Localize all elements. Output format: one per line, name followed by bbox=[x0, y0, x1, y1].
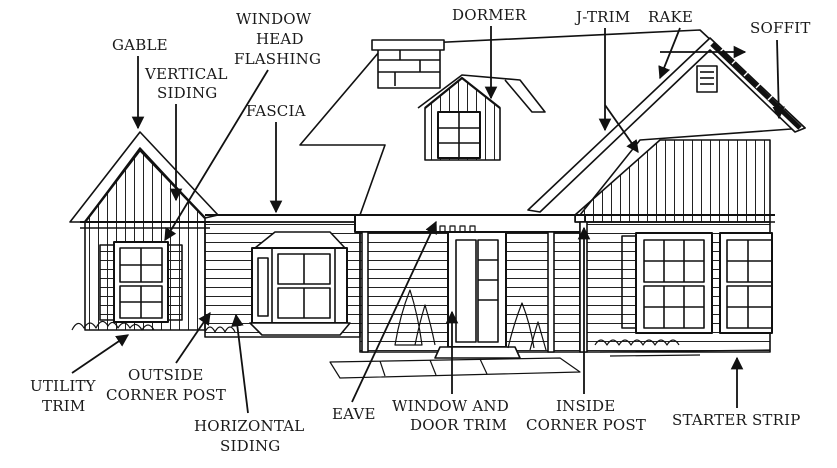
svg-text:EAVE: EAVE bbox=[332, 405, 376, 423]
label-starter-strip: STARTER STRIP bbox=[672, 411, 801, 429]
label-whf-line2: HEAD bbox=[256, 30, 304, 48]
right-window-1 bbox=[622, 233, 712, 333]
left-window bbox=[100, 242, 182, 322]
label-gable: GABLE bbox=[112, 36, 168, 54]
svg-text:OUTSIDE: OUTSIDE bbox=[128, 366, 204, 384]
label-horizontal-siding: HORIZONTAL SIDING bbox=[194, 417, 304, 455]
svg-text:DORMER: DORMER bbox=[452, 6, 527, 24]
arrow-utility-trim bbox=[72, 335, 128, 373]
label-ocp-line2: CORNER POST bbox=[106, 386, 226, 404]
bay-window bbox=[250, 232, 350, 335]
label-soffit-line: SOFFIT bbox=[750, 19, 811, 37]
svg-text:FASCIA: FASCIA bbox=[246, 102, 306, 120]
svg-text:J-TRIM: J-TRIM bbox=[574, 8, 630, 26]
label-outside-corner-post: OUTSIDE CORNER POST bbox=[106, 366, 226, 404]
svg-text:RAKE: RAKE bbox=[648, 8, 693, 26]
label-j-trim-line: J-TRIM bbox=[574, 8, 630, 26]
label-dormer: DORMER bbox=[452, 6, 527, 24]
svg-text:SIDING: SIDING bbox=[220, 437, 280, 455]
label-wdt-line2: DOOR TRIM bbox=[410, 416, 507, 434]
svg-text:HORIZONTAL: HORIZONTAL bbox=[194, 417, 304, 435]
label-j-trim: J-TRIM bbox=[574, 8, 630, 26]
svg-text:CORNER POST: CORNER POST bbox=[526, 416, 646, 434]
svg-text:CORNER POST: CORNER POST bbox=[106, 386, 226, 404]
label-icp-line2: CORNER POST bbox=[526, 416, 646, 434]
label-soffit: SOFFIT bbox=[750, 19, 811, 37]
label-vertical-siding-line1: VERTICAL bbox=[144, 65, 228, 83]
svg-text:VERTICAL: VERTICAL bbox=[144, 65, 228, 83]
svg-text:HEAD: HEAD bbox=[256, 30, 304, 48]
label-utility-trim: UTILITY TRIM bbox=[30, 377, 97, 415]
label-dormer-line: DORMER bbox=[452, 6, 527, 24]
walkway bbox=[330, 350, 770, 378]
chimney bbox=[372, 40, 444, 88]
svg-text:DOOR TRIM: DOOR TRIM bbox=[410, 416, 507, 434]
label-inside-corner-post: INSIDE CORNER POST bbox=[526, 397, 646, 434]
label-whf-line3: FLASHING bbox=[234, 50, 321, 68]
label-utility-trim-line2: TRIM bbox=[42, 397, 85, 415]
svg-text:WINDOW AND: WINDOW AND bbox=[392, 397, 509, 415]
gable-vent bbox=[697, 66, 717, 92]
label-rake-line: RAKE bbox=[648, 8, 693, 26]
label-eave: EAVE bbox=[332, 405, 376, 423]
svg-text:UTILITY: UTILITY bbox=[30, 377, 97, 395]
label-starter-strip-line: STARTER STRIP bbox=[672, 411, 801, 429]
label-vertical-siding-line2: SIDING bbox=[157, 84, 217, 102]
label-utility-trim-line1: UTILITY bbox=[30, 377, 97, 395]
label-gable-line: GABLE bbox=[112, 36, 168, 54]
svg-text:GABLE: GABLE bbox=[112, 36, 168, 54]
label-icp-line1: INSIDE bbox=[556, 397, 615, 415]
svg-text:INSIDE: INSIDE bbox=[556, 397, 615, 415]
svg-text:TRIM: TRIM bbox=[42, 397, 85, 415]
right-window-2 bbox=[720, 233, 772, 333]
svg-text:SOFFIT: SOFFIT bbox=[750, 19, 811, 37]
label-whf-line1: WINDOW bbox=[236, 10, 312, 28]
svg-text:STARTER STRIP: STARTER STRIP bbox=[672, 411, 801, 429]
label-vertical-siding: VERTICAL SIDING bbox=[144, 65, 228, 102]
label-window-and-door-trim: WINDOW AND DOOR TRIM bbox=[392, 397, 509, 434]
label-hs-line1: HORIZONTAL bbox=[194, 417, 304, 435]
label-hs-line2: SIDING bbox=[220, 437, 280, 455]
label-eave-line: EAVE bbox=[332, 405, 376, 423]
label-wdt-line1: WINDOW AND bbox=[392, 397, 509, 415]
label-ocp-line1: OUTSIDE bbox=[128, 366, 204, 384]
label-window-head-flashing: WINDOW HEAD FLASHING bbox=[234, 10, 321, 68]
label-rake: RAKE bbox=[648, 8, 693, 26]
label-fascia: FASCIA bbox=[246, 102, 306, 120]
svg-text:WINDOW: WINDOW bbox=[236, 10, 312, 28]
svg-text:FLASHING: FLASHING bbox=[234, 50, 321, 68]
label-fascia-line: FASCIA bbox=[246, 102, 306, 120]
svg-text:SIDING: SIDING bbox=[157, 84, 217, 102]
